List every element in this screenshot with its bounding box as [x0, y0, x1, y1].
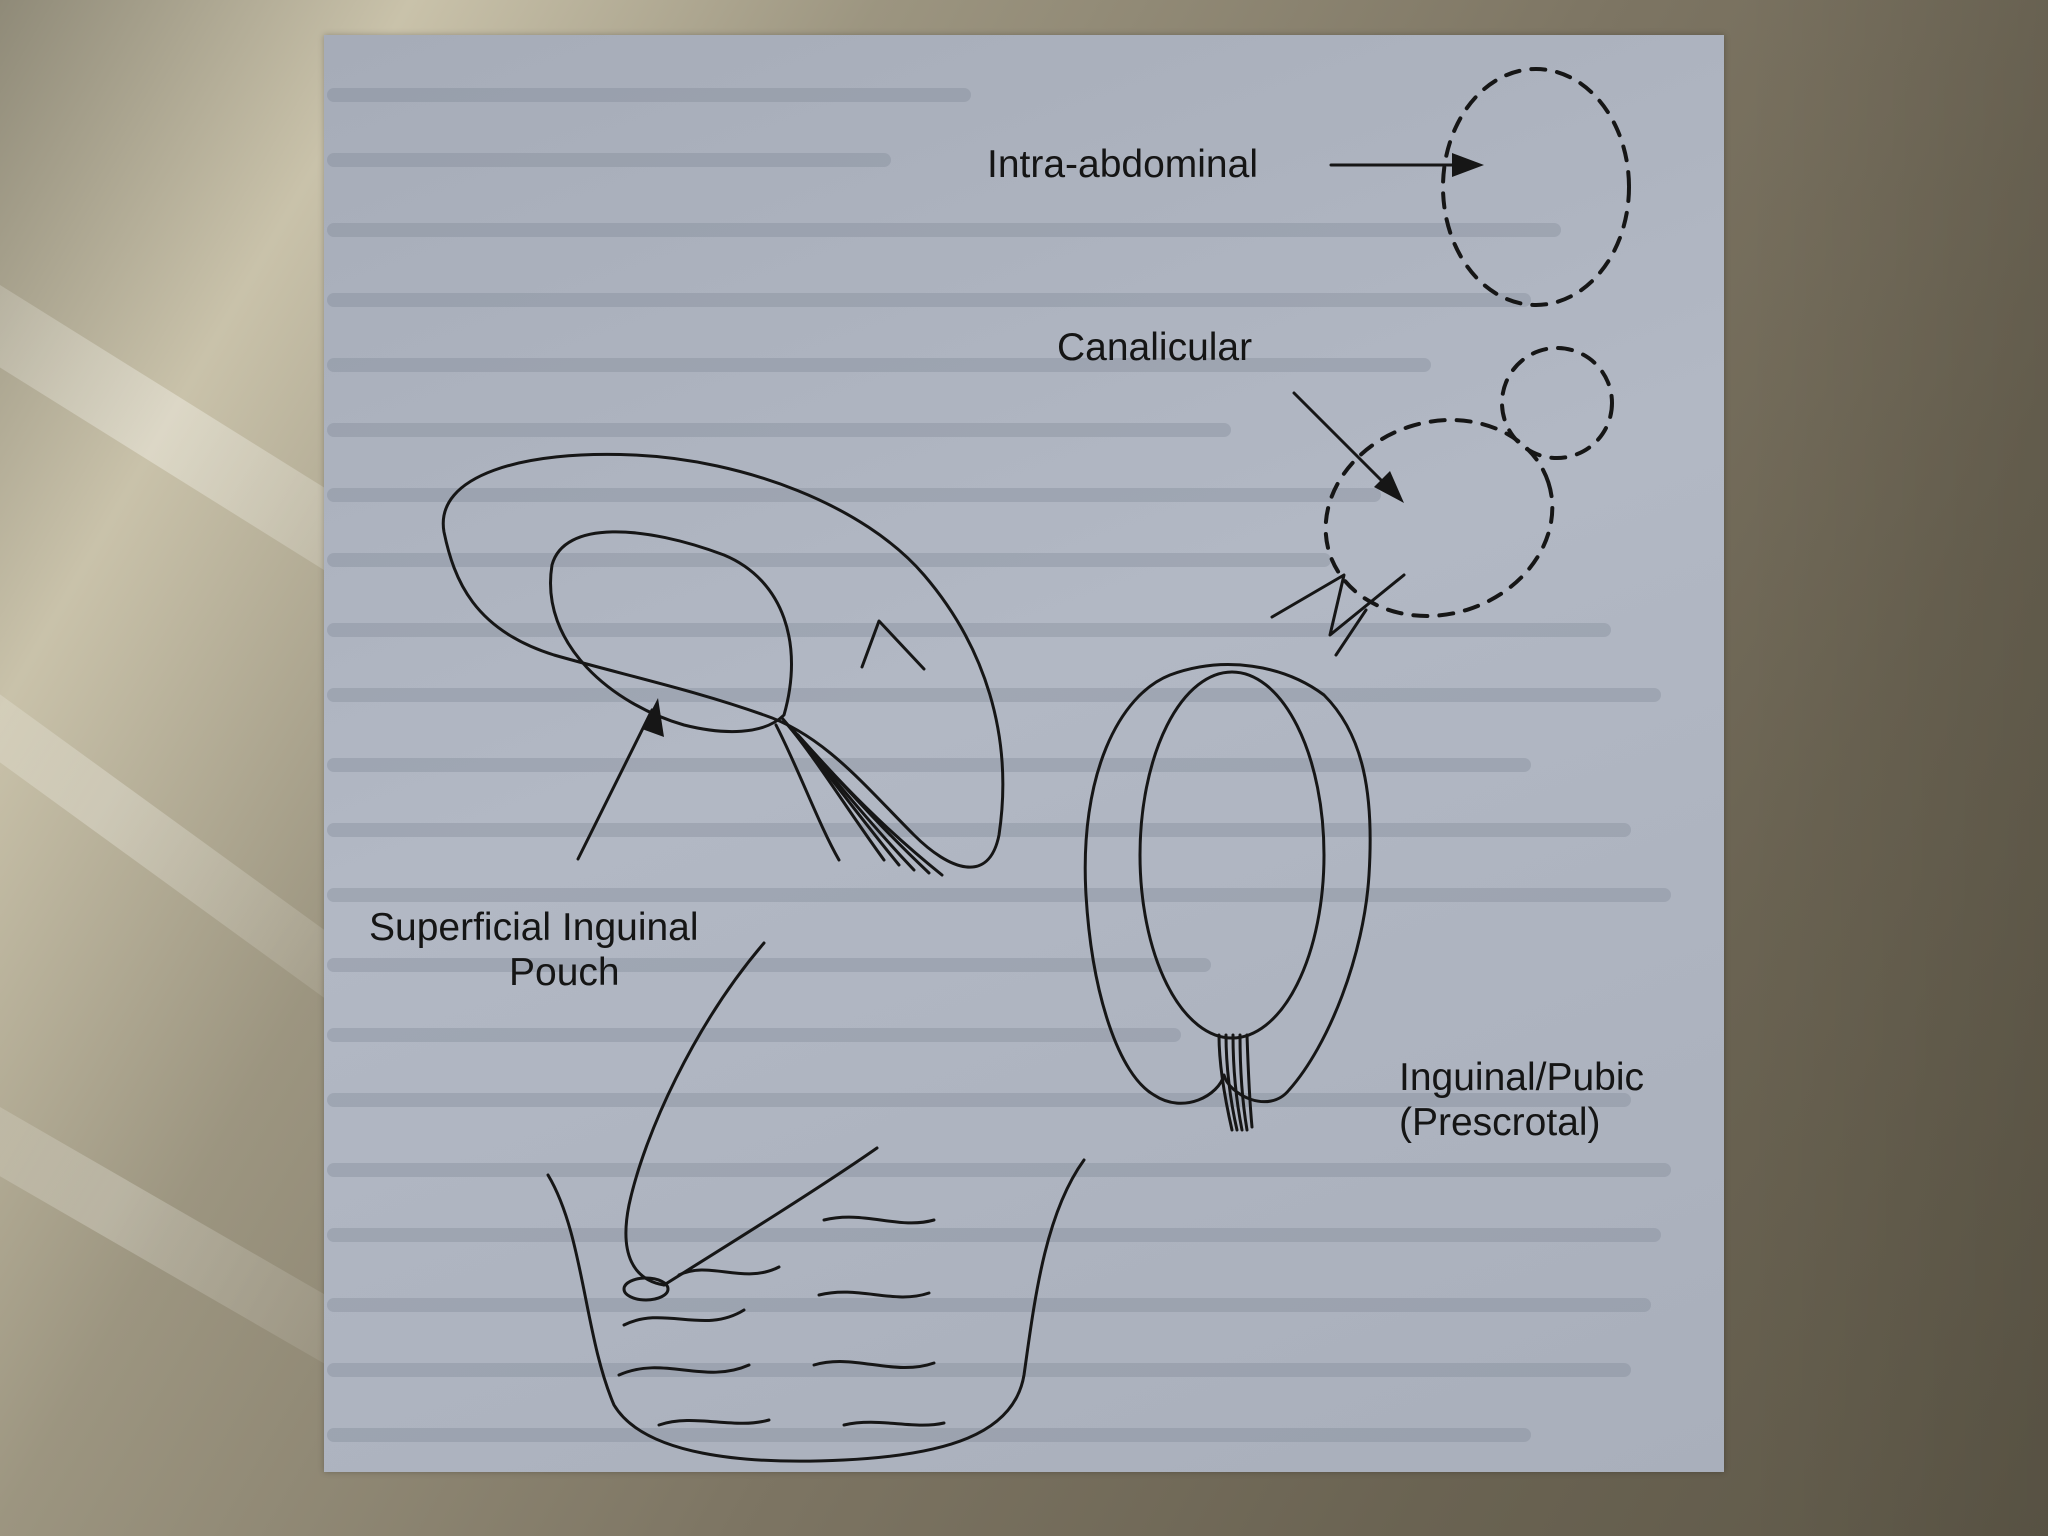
intra-abdominal-arrowhead: [1452, 153, 1484, 177]
prescrotal-testis-outline: [1140, 672, 1324, 1038]
intra-abdominal-testis-outline: [1443, 69, 1629, 305]
superficial-pouch-spermatic-cord: [776, 718, 942, 875]
canalicular-arrow: [1294, 393, 1396, 495]
undescended-testis-diagram: Intra-abdominal Canalicular: [324, 35, 1724, 1472]
superficial-pouch-label-line2: Pouch: [509, 951, 620, 994]
canalicular-testis-outline: [1300, 391, 1578, 645]
superficial-pouch-arrowhead: [642, 698, 664, 737]
superficial-inguinal-pouch: Superficial Inguinal Pouch: [369, 454, 1003, 994]
background-shadow: [1740, 0, 2048, 1536]
canalicular-label: Canalicular: [1057, 326, 1252, 369]
inguinal-pubic-label-line2: (Prescrotal): [1399, 1101, 1601, 1144]
inguinal-pubic-position: Inguinal/Pubic (Prescrotal): [1085, 665, 1644, 1144]
prescrotal-spermatic-cord: [1219, 1035, 1252, 1130]
glans-outline: [624, 1278, 668, 1300]
inguinal-pubic-label-line1: Inguinal/Pubic: [1399, 1056, 1644, 1099]
scrotal-rugae: [619, 1217, 944, 1425]
penis-outline: [624, 943, 877, 1300]
background-text-lines: [334, 95, 1664, 1435]
superficial-pouch-label-line1: Superficial Inguinal: [369, 906, 699, 949]
diagram-photo: Intra-abdominal Canalicular: [324, 35, 1724, 1472]
intra-abdominal-position: Intra-abdominal: [987, 69, 1629, 305]
superficial-pouch-outer-outline: [443, 454, 1003, 867]
intra-abdominal-label: Intra-abdominal: [987, 143, 1258, 186]
